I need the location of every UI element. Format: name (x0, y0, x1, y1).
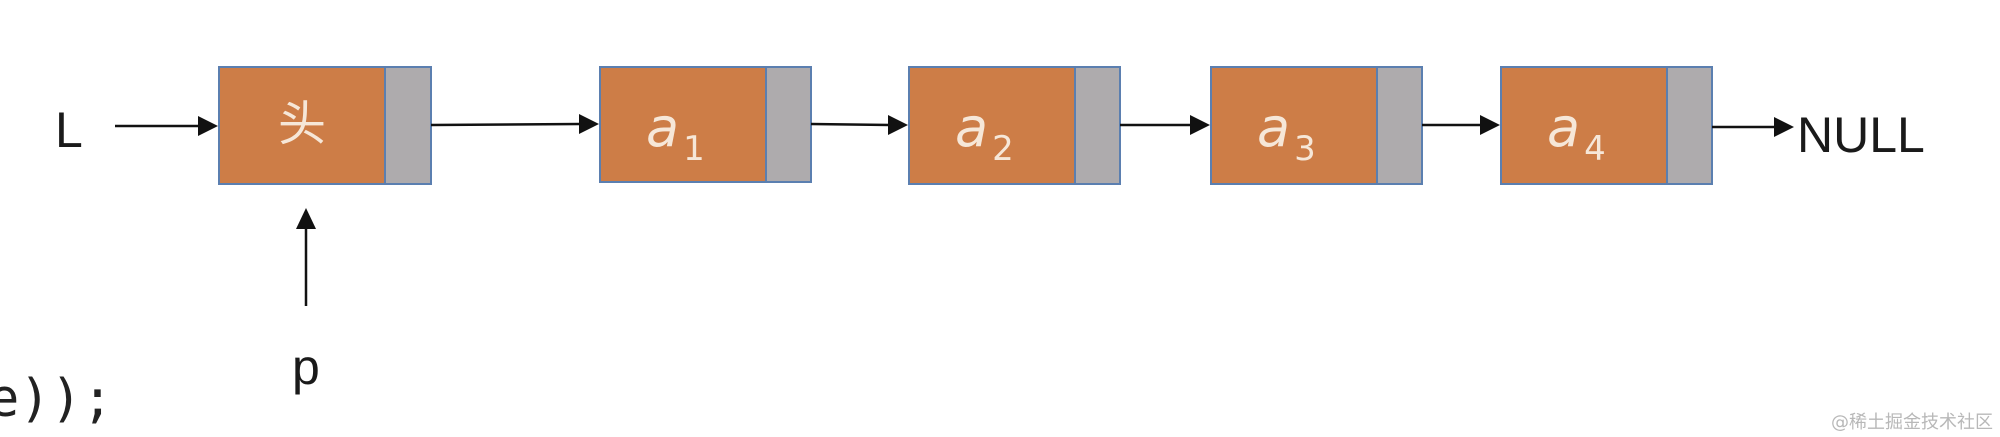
link-arrow-head-to-a1 (430, 114, 599, 134)
node-pointer-cell (1074, 66, 1121, 185)
watermark: @稀土掘金技术社区 (1831, 412, 1993, 433)
node-pointer-cell (765, 66, 812, 183)
head-node-label: 头 (278, 96, 326, 152)
node-data-cell (1210, 66, 1378, 185)
head-node: 头 (218, 66, 432, 185)
list-pointer-arrow (115, 116, 218, 136)
link-arrow-a3-to-a4 (1422, 115, 1500, 135)
code-fragment: e)); (0, 369, 113, 429)
node-data-cell (599, 66, 767, 183)
head-node-pointer-cell (384, 66, 432, 185)
link-arrow-a1-to-a2 (810, 115, 908, 135)
cursor-pointer-arrow (296, 208, 316, 306)
list-pointer-label: L (55, 102, 83, 158)
null-terminal-label: NULL (1797, 107, 1925, 163)
cursor-pointer-label: p (292, 339, 320, 395)
node-pointer-cell (1376, 66, 1423, 185)
link-arrow-a4-to-null (1712, 117, 1794, 137)
node-data-cell (908, 66, 1076, 185)
node-pointer-cell (1666, 66, 1713, 185)
link-arrow-a2-to-a3 (1120, 115, 1210, 135)
